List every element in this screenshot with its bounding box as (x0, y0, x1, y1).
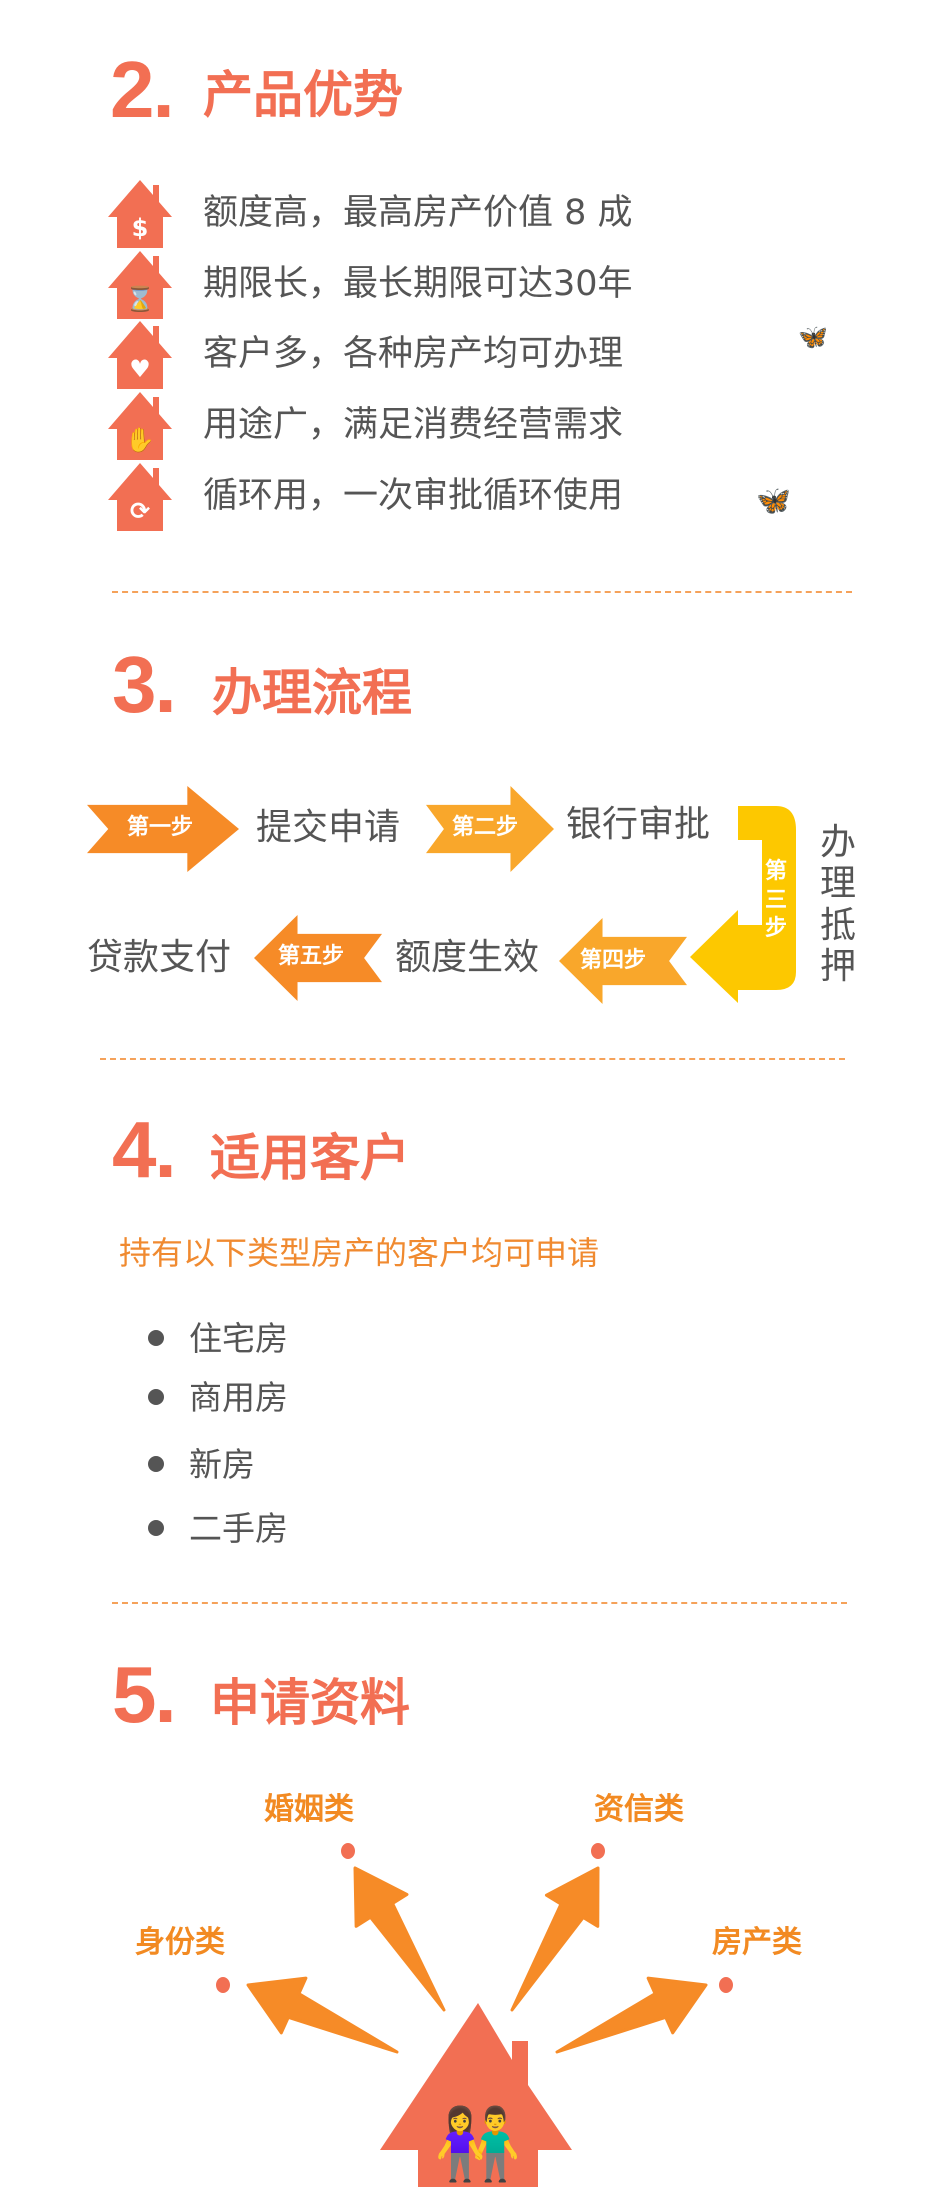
advantage-item: 额度高，最高房产价值 8 成 (203, 193, 633, 233)
advantage-item: 客户多，各种房产均可办理 (203, 334, 624, 374)
step-4-text: 额度生效 (395, 937, 540, 978)
bullet-icon (148, 1520, 164, 1536)
arrow-to-marriage-icon (353, 1866, 446, 2012)
money-bag-icon: $ (132, 214, 149, 242)
heart-house-icon (108, 321, 172, 389)
category-credit: 资信类 (594, 1792, 684, 1827)
hourglass-house-icon (108, 251, 172, 319)
section-number: 4. (112, 1105, 177, 1194)
recycle-icon: ⟳ (130, 497, 150, 525)
money-bag-house-icon (108, 180, 172, 248)
category-dot (591, 1843, 605, 1859)
heart-icon: ♥ (129, 355, 151, 383)
advantage-item: 期限长，最长期限可达30年 (203, 264, 633, 304)
house-icon (380, 2003, 572, 2187)
section-title: 办理流程 (212, 664, 412, 722)
step-1-text: 提交申请 (256, 807, 401, 848)
arrow-to-property-icon (555, 1976, 708, 2054)
elderly-couple-icon: 👫 (434, 2103, 521, 2185)
divider (100, 1058, 845, 1060)
category-marriage: 婚姻类 (264, 1792, 354, 1827)
section-number: 2. (110, 45, 175, 134)
step-2-label: 第二步 (452, 815, 519, 840)
advantage-item: 用途广，满足消费经营需求 (203, 405, 624, 445)
step-4-label: 第四步 (580, 948, 647, 973)
step-5-arrow-icon (254, 915, 382, 1001)
advantage-item: 循环用，一次审批循环使用 (203, 476, 624, 516)
section-title: 适用客户 (210, 1129, 410, 1187)
step-2-arrow-icon (426, 786, 554, 872)
category-identity: 身份类 (135, 1925, 225, 1960)
property-type: 新房 (189, 1445, 255, 1484)
hand-plant-house-icon (108, 392, 172, 460)
category-property: 房产类 (712, 1925, 802, 1960)
step-5-text: 贷款支付 (87, 937, 232, 978)
section-number: 5. (112, 1650, 177, 1739)
step-5-label: 第五步 (278, 944, 345, 969)
step-4-arrow-icon (559, 918, 687, 1004)
butterfly-icon: 🦋 (798, 323, 828, 351)
step-1-arrow-icon (87, 786, 239, 872)
category-dot (341, 1843, 355, 1859)
section-title: 申请资料 (210, 1674, 410, 1732)
property-type: 商用房 (189, 1378, 288, 1417)
category-dot (216, 1977, 230, 1993)
step-2-text: 银行审批 (566, 804, 711, 845)
butterfly-icon: 🦋 (756, 484, 791, 517)
step-3-arrow-icon (690, 806, 796, 1003)
recycle-house-icon (108, 463, 172, 531)
divider (112, 1602, 847, 1604)
arrow-to-credit-icon (510, 1866, 600, 2012)
arrow-to-identity-icon (246, 1976, 399, 2054)
category-dot (719, 1977, 733, 1993)
hand-plant-icon: ✋ (125, 426, 155, 454)
property-type: 住宅房 (189, 1319, 288, 1358)
step-3-label: 第三步 (765, 859, 788, 942)
hourglass-icon: ⌛ (125, 285, 155, 313)
section-number: 3. (112, 640, 177, 729)
divider (112, 591, 852, 593)
section-title: 产品优势 (203, 66, 403, 124)
step-1-label: 第一步 (127, 815, 194, 840)
property-type: 二手房 (189, 1509, 288, 1548)
step-3-text: 办理抵押 (820, 822, 857, 988)
bullet-icon (148, 1456, 164, 1472)
bullet-icon (148, 1389, 164, 1405)
section-subtitle: 持有以下类型房产的客户均可申请 (119, 1234, 600, 1272)
bullet-icon (148, 1330, 164, 1346)
